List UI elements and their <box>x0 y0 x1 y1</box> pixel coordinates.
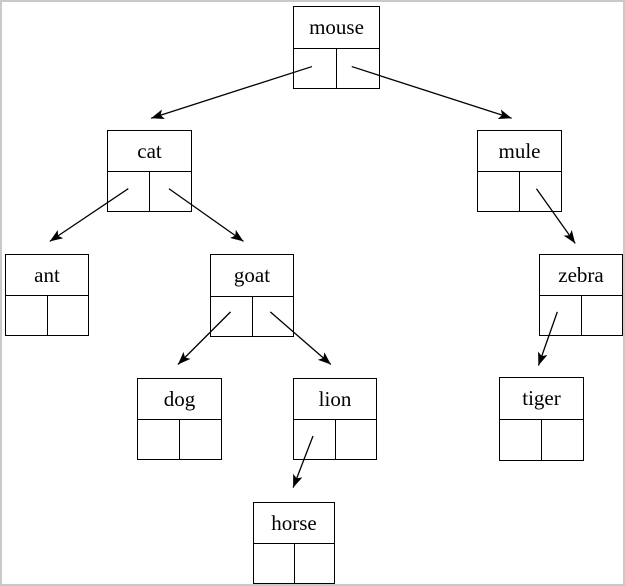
node-pointer-cells-horse <box>254 544 334 583</box>
node-label-lion: lion <box>294 379 376 421</box>
node-pointer-cells-dog <box>138 420 221 459</box>
tree-node-horse: horse <box>253 502 335 584</box>
node-pointer-cells-goat <box>211 296 294 336</box>
node-pointer-cells-mule <box>478 172 561 211</box>
tree-node-mouse: mouse <box>293 6 380 89</box>
node-pointer-cells-lion <box>294 420 376 459</box>
mule-right-pointer-cell <box>520 172 561 211</box>
node-label-horse: horse <box>254 503 334 545</box>
node-label-goat: goat <box>211 255 293 297</box>
node-pointer-cells-zebra <box>540 296 622 335</box>
tree-node-mule: mule <box>477 130 562 212</box>
node-pointer-cells-tiger <box>500 420 583 460</box>
tiger-right-pointer-cell <box>542 420 583 460</box>
tree-node-cat: cat <box>107 130 192 212</box>
mule-left-pointer-cell <box>478 172 520 211</box>
node-label-mule: mule <box>478 131 561 173</box>
lion-left-pointer-cell <box>294 420 336 459</box>
node-pointer-cells-cat <box>108 172 191 211</box>
dog-left-pointer-cell <box>138 420 180 459</box>
mouse-right-pointer-cell <box>337 49 379 88</box>
horse-left-pointer-cell <box>254 544 295 583</box>
ant-right-pointer-cell <box>48 296 89 335</box>
tiger-left-pointer-cell <box>500 420 542 460</box>
zebra-left-pointer-cell <box>540 296 582 335</box>
edge-mouse-left-to-cat <box>150 65 313 119</box>
node-label-ant: ant <box>6 255 88 297</box>
dog-right-pointer-cell <box>180 420 221 459</box>
zebra-right-pointer-cell <box>582 296 623 335</box>
node-label-dog: dog <box>138 379 221 421</box>
node-pointer-cells-mouse <box>294 48 379 88</box>
tree-node-goat: goat <box>210 254 294 337</box>
lion-right-pointer-cell <box>336 420 377 459</box>
node-label-cat: cat <box>108 131 191 173</box>
tree-node-dog: dog <box>137 378 222 460</box>
node-label-tiger: tiger <box>500 378 583 421</box>
node-pointer-cells-ant <box>6 296 88 335</box>
cat-left-pointer-cell <box>108 172 150 211</box>
tree-node-lion: lion <box>293 378 377 460</box>
horse-right-pointer-cell <box>295 544 335 583</box>
goat-right-pointer-cell <box>253 297 294 336</box>
tree-node-ant: ant <box>5 254 89 336</box>
tree-node-zebra: zebra <box>539 254 623 336</box>
cat-right-pointer-cell <box>150 172 191 211</box>
goat-left-pointer-cell <box>211 296 253 336</box>
tree-node-tiger: tiger <box>499 377 584 461</box>
node-label-zebra: zebra <box>540 255 622 297</box>
mouse-left-pointer-cell <box>294 48 337 88</box>
node-label-mouse: mouse <box>294 7 379 49</box>
ant-left-pointer-cell <box>6 296 48 335</box>
